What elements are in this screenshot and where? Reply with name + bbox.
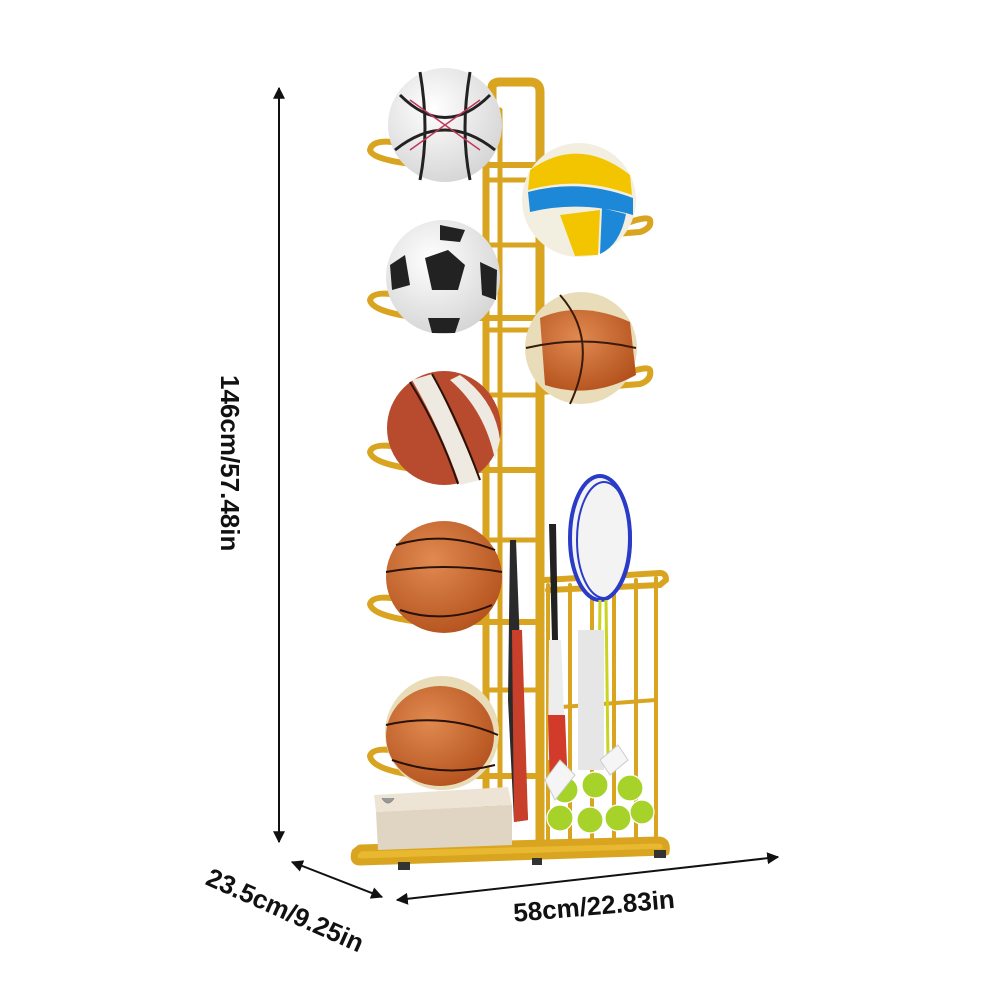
basketball-bottom xyxy=(385,676,499,790)
rack-frame xyxy=(350,77,670,866)
baseball-bats xyxy=(508,524,568,822)
soccer-ball xyxy=(386,220,500,334)
shoe-box xyxy=(374,787,512,850)
tennis-balls xyxy=(546,771,655,834)
soccer-ball-top xyxy=(388,68,502,182)
height-dimension-label: 146cm/57.48in xyxy=(215,375,245,552)
depth-arrow xyxy=(290,860,384,899)
basketball-red-white xyxy=(387,371,501,485)
shuttlecock-tube xyxy=(578,630,604,770)
basketball-middle xyxy=(385,521,503,633)
width-arrow xyxy=(395,852,780,905)
rack-feet xyxy=(398,850,666,870)
basketball-right xyxy=(525,292,637,405)
volleyball xyxy=(522,143,636,257)
shuttlecocks xyxy=(544,744,629,801)
